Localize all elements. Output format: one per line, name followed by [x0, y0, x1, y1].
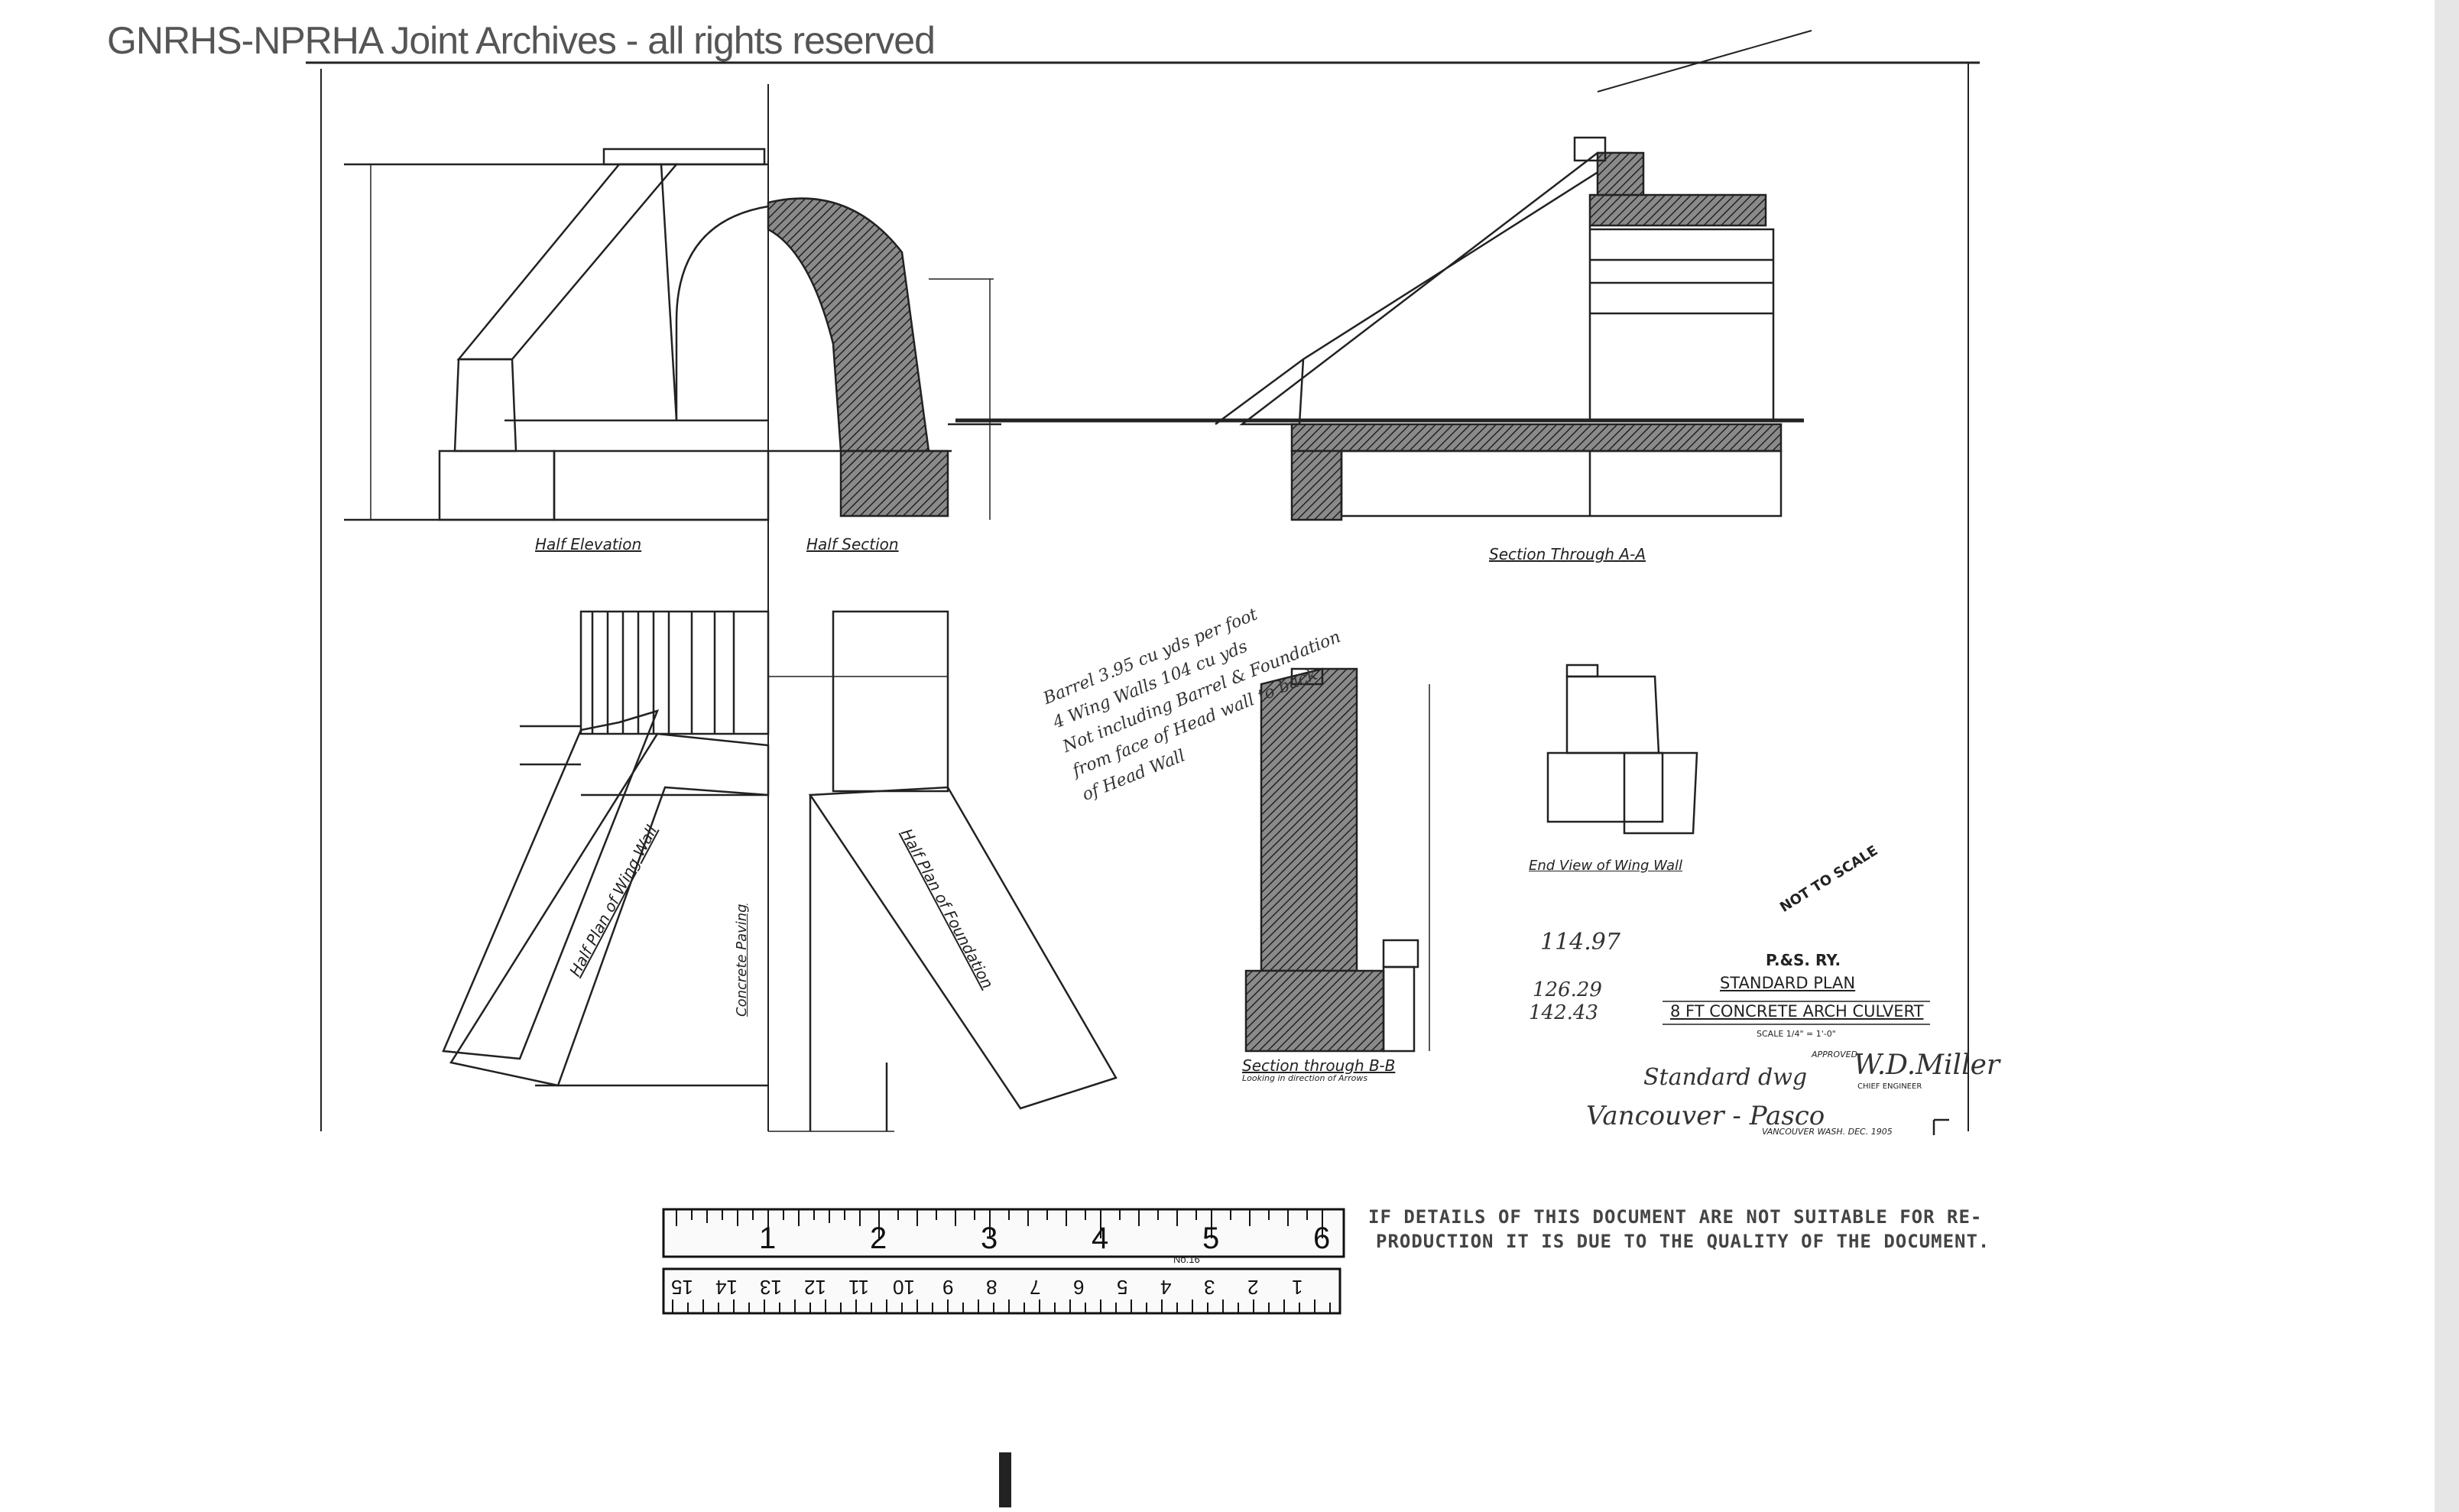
- label-section-a: Section Through A-A: [1489, 545, 1646, 563]
- archive-watermark: GNRHS-NPRHA Joint Archives - all rights …: [107, 19, 936, 62]
- title-subject: 8 FT CONCRETE ARCH CULVERT: [1670, 1002, 1924, 1020]
- reproduction-notice-line-1: IF DETAILS OF THIS DOCUMENT ARE NOT SUIT…: [1368, 1206, 1983, 1228]
- title-railway: P.&S. RY.: [1766, 951, 1841, 969]
- label-concrete-paving: Concrete Paving: [734, 904, 750, 1017]
- ruler-inch-4: 4: [1092, 1222, 1109, 1255]
- ruler-model: No.16: [1173, 1254, 1200, 1265]
- title-place-date: VANCOUVER WASH. DEC. 1905: [1762, 1127, 1893, 1137]
- reproduction-notice-line-2: PRODUCTION IT IS DUE TO THE QUALITY OF T…: [1376, 1231, 1990, 1252]
- title-chief-engineer: CHIEF ENGINEER: [1857, 1082, 1922, 1091]
- title-standard-plan: STANDARD PLAN: [1720, 974, 1856, 992]
- ruler-cm-11: 11: [848, 1276, 869, 1299]
- title-scale: SCALE 1/4" = 1'-0": [1757, 1029, 1836, 1039]
- hand-route: Vancouver - Pasco: [1586, 1101, 1825, 1131]
- ruler-cm-1: 1: [1292, 1276, 1303, 1299]
- ruler-cm-12: 12: [804, 1276, 826, 1299]
- ruler-inch-5: 5: [1202, 1222, 1220, 1255]
- hand-standard-dwg: Standard dwg: [1643, 1064, 1808, 1091]
- ruler-cm-8: 8: [986, 1276, 998, 1299]
- ruler-cm-6: 6: [1073, 1276, 1085, 1299]
- label-half-elevation: Half Elevation: [535, 535, 642, 553]
- ruler-cm-2: 2: [1247, 1276, 1259, 1299]
- label-half-section: Half Section: [806, 535, 899, 553]
- ruler-cm-15: 15: [671, 1276, 693, 1299]
- label-section-b: Section through B-B: [1242, 1056, 1396, 1075]
- title-approved: APPROVED: [1812, 1050, 1858, 1059]
- ruler-cm-10: 10: [893, 1276, 915, 1299]
- ruler-cm-14: 14: [715, 1276, 738, 1299]
- ruler-cm-4: 4: [1160, 1276, 1172, 1299]
- hand-number-2: 126.29: [1533, 978, 1602, 1001]
- ruler-inch-6: 6: [1313, 1222, 1331, 1255]
- hand-number-3: 142.43: [1529, 1001, 1598, 1024]
- label-section-b-sub: Looking in direction of Arrows: [1242, 1073, 1368, 1083]
- ruler-inch-3: 3: [981, 1222, 998, 1255]
- ruler-inch-2: 2: [870, 1222, 887, 1255]
- ruler-cm-3: 3: [1204, 1276, 1215, 1299]
- ruler-inch-1: 1: [759, 1222, 777, 1255]
- ruler-cm-7: 7: [1030, 1276, 1041, 1299]
- ruler-cm-13: 13: [760, 1276, 782, 1299]
- ruler-cm-9: 9: [942, 1276, 954, 1299]
- hand-number-1: 114.97: [1540, 929, 1620, 956]
- label-end-view-wing-wall: End View of Wing Wall: [1529, 858, 1683, 874]
- ruler-cm-5: 5: [1117, 1276, 1128, 1299]
- chief-engineer-signature: W.D.Miller: [1854, 1050, 2000, 1081]
